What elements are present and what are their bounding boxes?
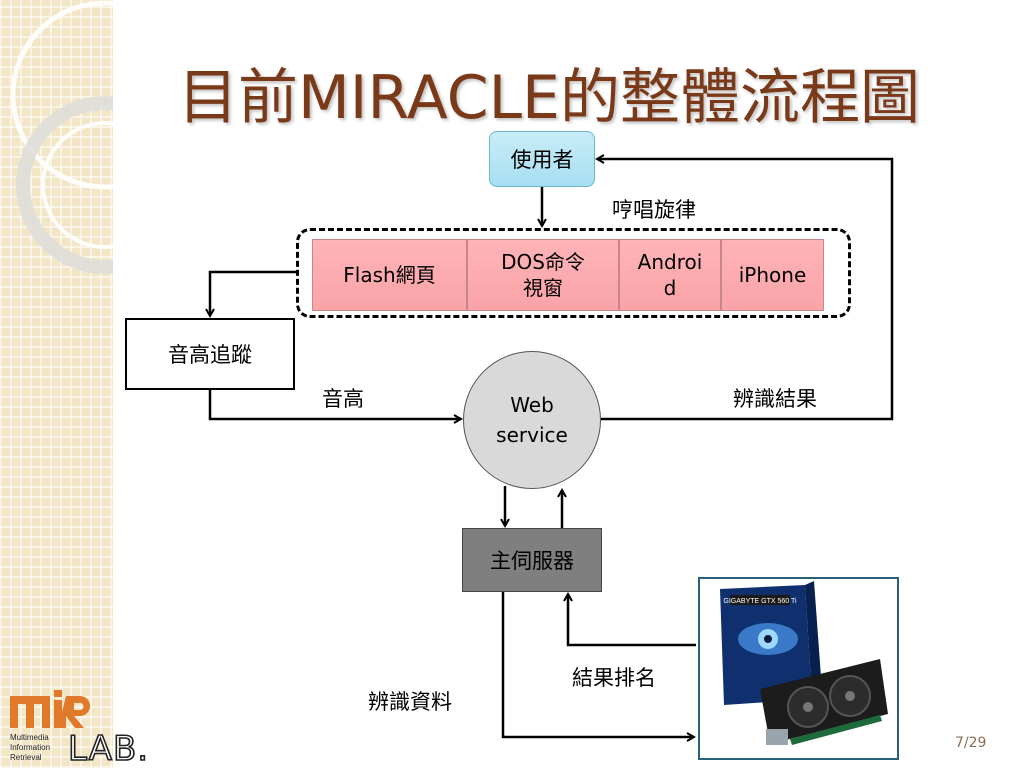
logo-line: Information xyxy=(10,743,50,752)
host-server-node: 主伺服器 xyxy=(462,528,602,592)
web-service-label: service xyxy=(496,423,568,447)
logo-line: Retrieval xyxy=(10,753,42,762)
client-group xyxy=(296,228,851,318)
client-label: 視窗 xyxy=(523,276,563,300)
arrow-clients-to-pitch-tracking xyxy=(210,270,296,316)
arrow-gpu-to-server xyxy=(568,594,696,647)
graphics-card-image: GIGABYTE GTX 560 Ti xyxy=(698,577,899,760)
web-service-label: Web xyxy=(510,393,554,417)
arrow-server-to-gpu xyxy=(501,592,694,737)
label-recognition-data: 辨識資料 xyxy=(368,690,452,714)
arrow-pitch-to-web-service xyxy=(208,390,461,419)
background-pattern xyxy=(0,0,200,768)
slide-title: 目前MIRACLE的整體流程圖 xyxy=(178,63,920,133)
svg-text:LAB.: LAB. xyxy=(68,729,149,766)
mirlab-logo: LAB. Multimedia Information Retrieval xyxy=(8,688,178,770)
client-label: iPhone xyxy=(738,263,807,287)
client-label: d xyxy=(663,276,677,300)
label-humming: 哼唱旋律 xyxy=(612,198,696,222)
label-pitch: 音高 xyxy=(322,387,364,411)
gpu-icon: GIGABYTE GTX 560 Ti xyxy=(720,581,888,745)
label-recognition-result: 辨識結果 xyxy=(733,387,817,411)
client-iphone: iPhone xyxy=(721,239,824,311)
label-result-ranking: 結果排名 xyxy=(572,666,656,690)
client-android: Androi d xyxy=(619,239,721,311)
user-node: 使用者 xyxy=(489,131,595,187)
logo-line: Multimedia xyxy=(10,733,49,742)
client-label: Flash網頁 xyxy=(343,263,436,287)
arrow-result-to-user xyxy=(597,159,894,421)
gpu-brand-text: GIGABYTE GTX 560 Ti xyxy=(723,598,797,605)
pitch-tracking-node: 音高追蹤 xyxy=(125,318,295,390)
client-dos-window: DOS命令 視窗 xyxy=(467,239,619,311)
client-flash-web: Flash網頁 xyxy=(312,239,467,311)
web-service-node: Web service xyxy=(463,351,601,489)
mirlab-logo-icon: LAB. Multimedia Information Retrieval xyxy=(10,690,149,770)
page-number: 7/29 xyxy=(955,735,987,751)
client-label: Androi xyxy=(637,250,703,274)
client-label: DOS命令 xyxy=(501,250,585,274)
